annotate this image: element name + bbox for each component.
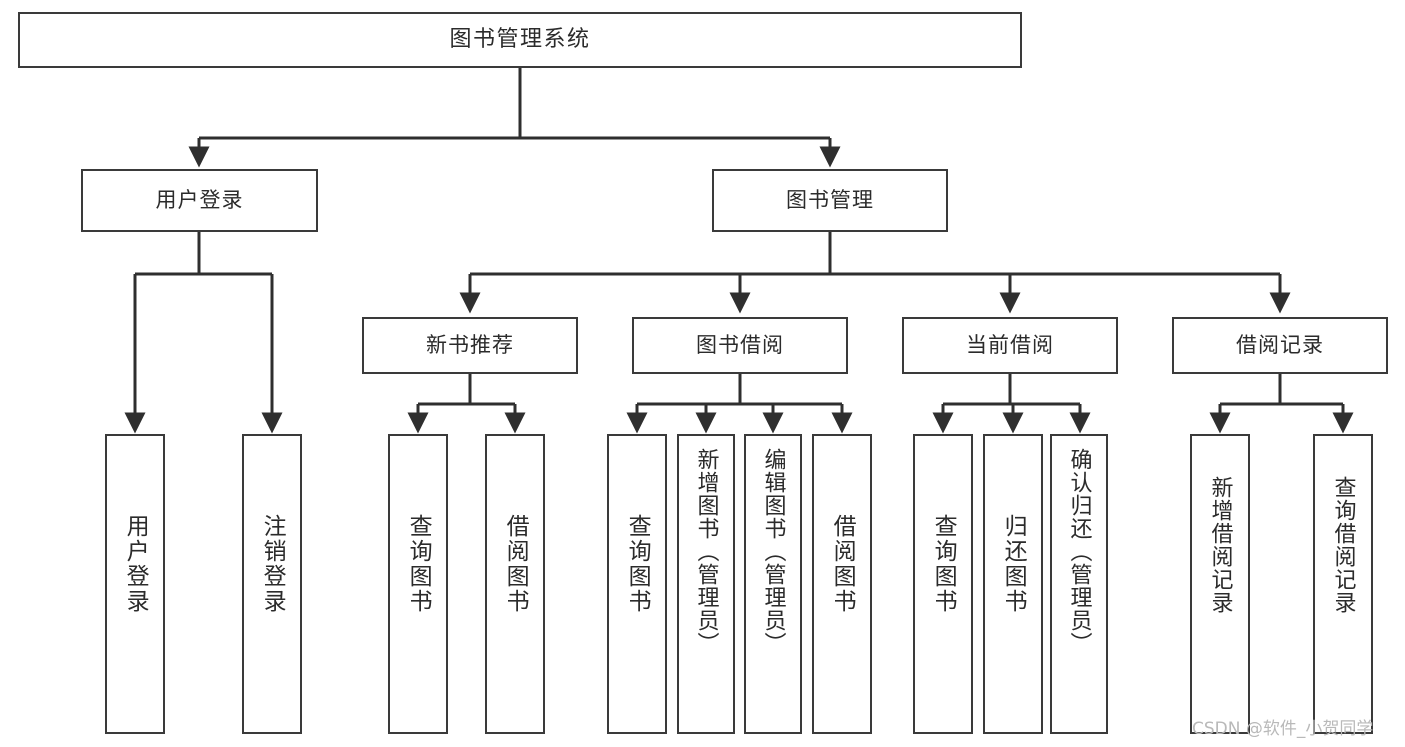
leaf-query-record-label: 查询借阅记录 (1330, 476, 1356, 614)
node-new-book-rec[interactable]: 新书推荐 (362, 317, 578, 374)
leaf-return-book-label: 归还图书 (1000, 514, 1027, 614)
node-root-label: 图书管理系统 (449, 27, 591, 53)
leaf-borrow-book-2-label: 借阅图书 (829, 514, 856, 614)
leaf-edit-book[interactable]: 编辑图书（管理员） (744, 434, 802, 734)
leaf-confirm-return-label: 确认归还（管理员） (1066, 448, 1092, 655)
leaf-add-book-label: 新增图书（管理员） (693, 448, 719, 655)
node-book-borrow[interactable]: 图书借阅 (632, 317, 848, 374)
leaf-logout[interactable]: 注销登录 (242, 434, 302, 734)
node-book-mgmt-label: 图书管理 (786, 188, 874, 213)
node-current-borrow-label: 当前借阅 (966, 333, 1054, 358)
node-current-borrow[interactable]: 当前借阅 (902, 317, 1118, 374)
node-root[interactable]: 图书管理系统 (18, 12, 1022, 68)
leaf-query-book-3-label: 查询图书 (930, 514, 957, 614)
node-book-borrow-label: 图书借阅 (696, 333, 784, 358)
leaf-logout-label: 注销登录 (259, 514, 286, 614)
node-new-book-rec-label: 新书推荐 (426, 333, 514, 358)
node-borrow-record[interactable]: 借阅记录 (1172, 317, 1388, 374)
leaf-query-book-3[interactable]: 查询图书 (913, 434, 973, 734)
node-user-login-label: 用户登录 (155, 188, 244, 213)
leaf-user-login-label: 用户登录 (122, 514, 149, 614)
leaf-return-book[interactable]: 归还图书 (983, 434, 1043, 734)
leaf-add-record[interactable]: 新增借阅记录 (1190, 434, 1250, 734)
node-borrow-record-label: 借阅记录 (1236, 333, 1324, 358)
leaf-add-record-label: 新增借阅记录 (1207, 476, 1233, 614)
leaf-edit-book-label: 编辑图书（管理员） (760, 448, 786, 655)
leaf-query-book-1-label: 查询图书 (405, 514, 432, 614)
leaf-query-record[interactable]: 查询借阅记录 (1313, 434, 1373, 734)
leaf-add-book[interactable]: 新增图书（管理员） (677, 434, 735, 734)
leaf-user-login[interactable]: 用户登录 (105, 434, 165, 734)
csdn-watermark: CSDN @软件_小贺同学 (1192, 719, 1374, 739)
node-book-mgmt[interactable]: 图书管理 (712, 169, 948, 232)
leaf-confirm-return[interactable]: 确认归还（管理员） (1050, 434, 1108, 734)
leaf-query-book-2[interactable]: 查询图书 (607, 434, 667, 734)
node-user-login[interactable]: 用户登录 (81, 169, 318, 232)
leaf-query-book-2-label: 查询图书 (624, 514, 651, 614)
leaf-borrow-book-1-label: 借阅图书 (502, 514, 529, 614)
leaf-query-book-1[interactable]: 查询图书 (388, 434, 448, 734)
leaf-borrow-book-1[interactable]: 借阅图书 (485, 434, 545, 734)
leaf-borrow-book-2[interactable]: 借阅图书 (812, 434, 872, 734)
